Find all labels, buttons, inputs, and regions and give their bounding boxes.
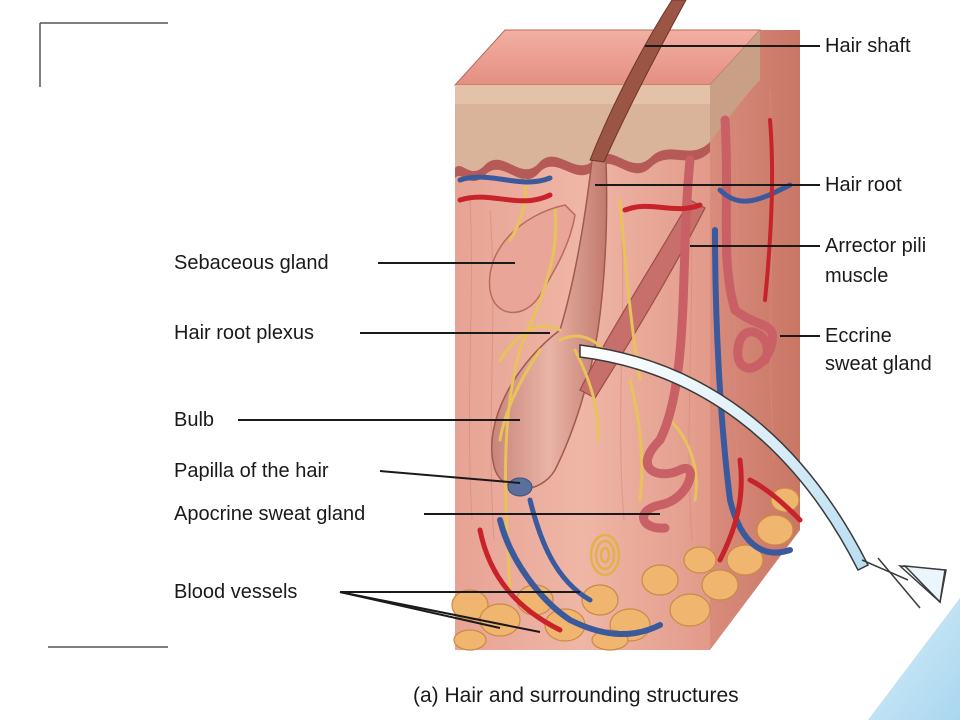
- eccrine-gland-shape: [720, 115, 778, 373]
- figure-caption: (a) Hair and surrounding structures: [413, 684, 739, 707]
- label-papilla: Papilla of the hair: [174, 460, 329, 482]
- leader-lines: [238, 45, 820, 633]
- skin-block: [451, 0, 803, 651]
- leader-papilla: [379, 470, 521, 484]
- label-sebaceous-gland: Sebaceous gland: [174, 252, 329, 274]
- label-bulb: Bulb: [174, 409, 215, 431]
- label-blood-vessels: Blood vessels: [174, 581, 298, 603]
- label-apocrine: Apocrine sweat gland: [174, 503, 366, 525]
- epidermis: [455, 85, 710, 172]
- corner-accent: [868, 598, 960, 720]
- pacinian-corpuscle: [589, 533, 621, 577]
- label-eccrine-line1: Eccrine: [825, 325, 892, 347]
- label-hair-root: Hair root: [825, 174, 902, 196]
- blood-vessel-network: [457, 118, 803, 638]
- papilla-shape: [507, 477, 533, 497]
- apocrine-gland-shape: [639, 155, 695, 533]
- slide-frame-lines: [39, 22, 168, 648]
- label-arrector-pili-line1: Arrector pili: [825, 235, 927, 257]
- label-arrector-pili-line2: muscle: [825, 265, 889, 287]
- sebaceous-gland-shape: [488, 204, 576, 314]
- skin-surface-top: [453, 29, 762, 86]
- label-hair-shaft: Hair shaft: [825, 35, 911, 57]
- hair-shaft-shape: [589, 0, 687, 163]
- zoom-arrow: [579, 344, 947, 609]
- label-hair-root-plexus: Hair root plexus: [174, 322, 315, 344]
- label-eccrine-line2: sweat gland: [825, 353, 932, 375]
- leader-blood-3: [339, 591, 501, 629]
